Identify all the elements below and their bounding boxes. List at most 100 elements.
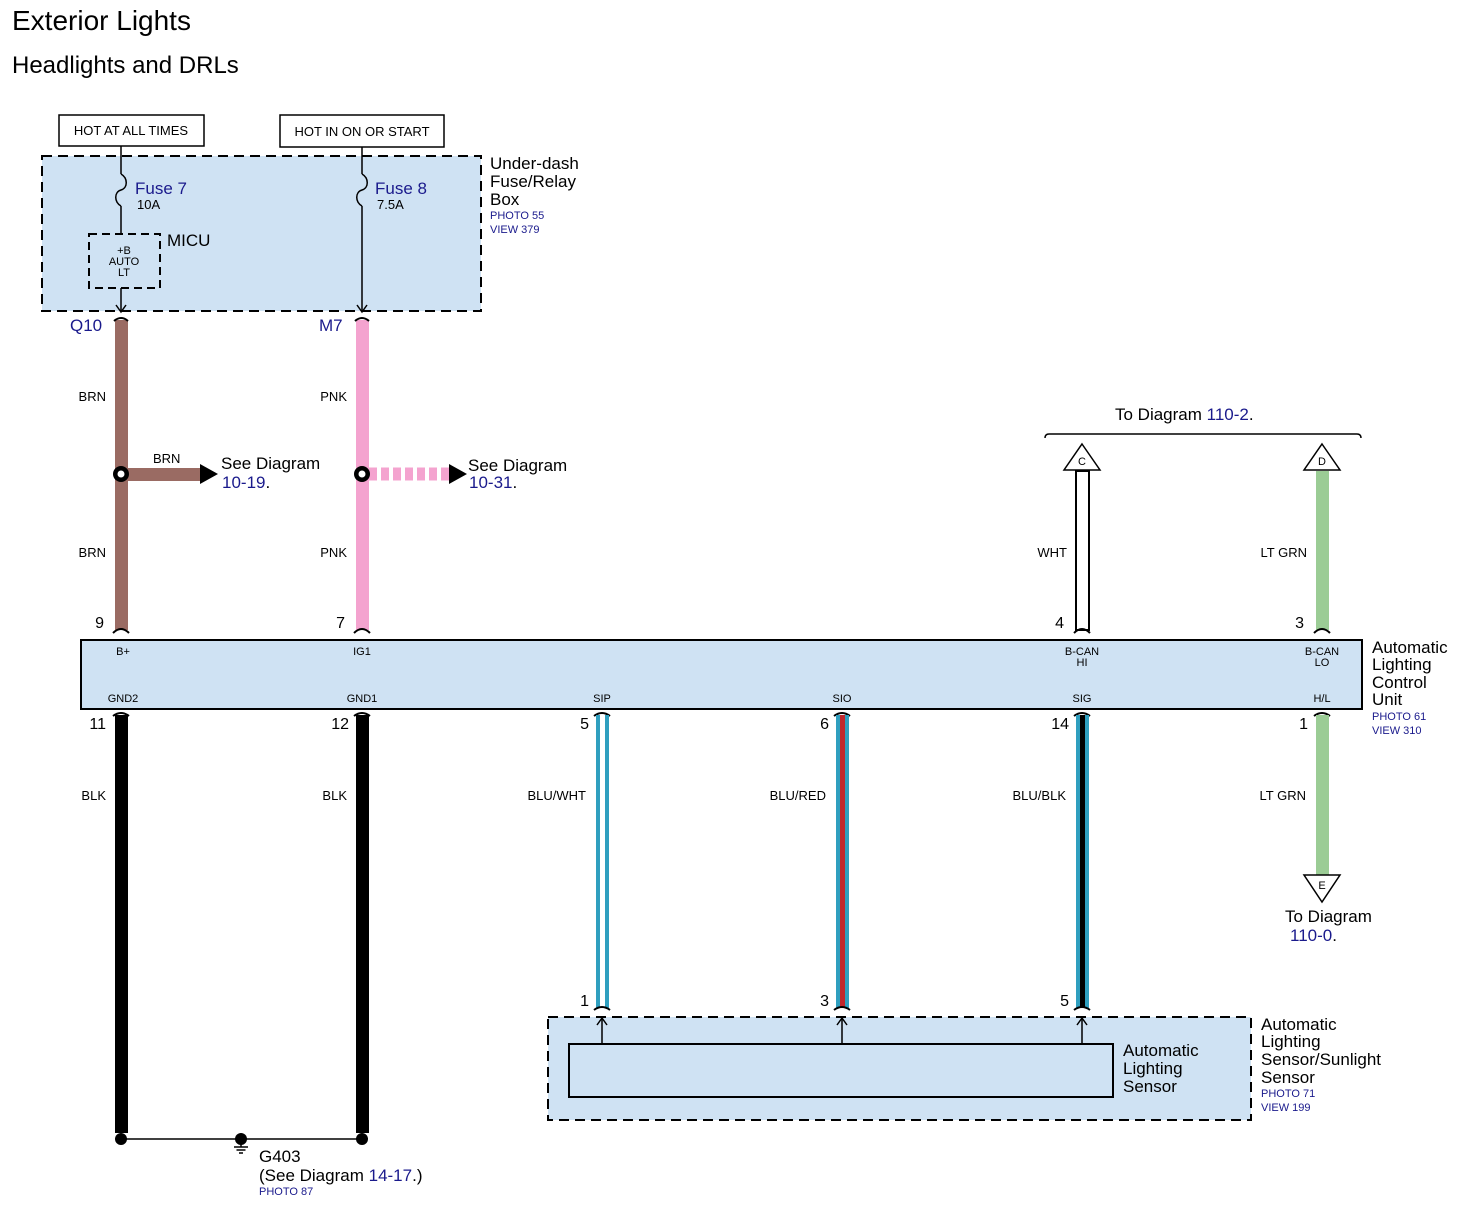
ground-name: G403 bbox=[259, 1147, 301, 1166]
fuse-box-photo-link[interactable]: PHOTO 55 bbox=[490, 210, 544, 222]
micu-name: MICU bbox=[167, 231, 210, 250]
sensor-pin-1: 1 bbox=[580, 993, 589, 1010]
fuse8-icon bbox=[356, 173, 368, 207]
see-diagram-1-ref-line[interactable]: 10-19. bbox=[222, 473, 270, 492]
q10-terminal bbox=[113, 317, 129, 322]
lt-grn-wire-top bbox=[1316, 471, 1329, 630]
wht-wire bbox=[1075, 470, 1090, 631]
blk-wire-gnd1 bbox=[356, 715, 369, 1133]
fuse-box-view-link[interactable]: VIEW 379 bbox=[490, 224, 540, 236]
sensor-arrow-3-icon bbox=[836, 1016, 848, 1026]
sensor-name-2: Lighting bbox=[1261, 1032, 1321, 1051]
hot-in-on-label: HOT IN ON OR START bbox=[294, 124, 429, 139]
blk-label-2: BLK bbox=[322, 788, 347, 803]
pin-label-bcan-lo-2: LO bbox=[1315, 657, 1330, 669]
control-unit-box bbox=[80, 639, 1363, 710]
arrow-e-label: E bbox=[1318, 880, 1325, 892]
control-unit-name-3: Control bbox=[1372, 673, 1427, 692]
sensor-inner-name-1: Automatic bbox=[1123, 1041, 1199, 1060]
pin-label-sig: SIG bbox=[1073, 693, 1092, 705]
pin-11: 11 bbox=[89, 716, 106, 733]
fuse7-name: Fuse 7 bbox=[135, 179, 187, 198]
blu-wht-stripe bbox=[600, 715, 605, 1008]
sensor-pin-3-terminal bbox=[833, 1006, 851, 1011]
pin-12: 12 bbox=[331, 716, 349, 733]
blk-wire-gnd2 bbox=[115, 715, 128, 1133]
blu-red-label: BLU/RED bbox=[770, 788, 826, 803]
blu-wht-label: BLU/WHT bbox=[528, 788, 587, 803]
control-unit-name-4: Unit bbox=[1372, 690, 1403, 709]
micu-line-1: +B bbox=[117, 245, 131, 257]
ground-photo-link[interactable]: PHOTO 87 bbox=[259, 1186, 313, 1198]
pin-9: 9 bbox=[95, 615, 104, 632]
pin-label-bplus: B+ bbox=[116, 646, 130, 658]
sensor-view-link[interactable]: VIEW 199 bbox=[1261, 1102, 1311, 1114]
to-diagram-bracket bbox=[1044, 433, 1362, 439]
ground-see-suffix: .) bbox=[412, 1166, 422, 1185]
m7-arrow-icon bbox=[356, 304, 368, 314]
pin-label-gnd1: GND1 bbox=[347, 693, 378, 705]
control-unit-photo-link[interactable]: PHOTO 61 bbox=[1372, 711, 1426, 723]
pin-9-terminal bbox=[112, 628, 130, 634]
pin-14: 14 bbox=[1051, 716, 1069, 733]
pin-label-ig1: IG1 bbox=[353, 646, 371, 658]
ground-node-gnd2 bbox=[115, 1133, 127, 1145]
hot-at-all-times-label: HOT AT ALL TIMES bbox=[74, 123, 188, 138]
pin-label-bcan-lo-1: B-CAN bbox=[1305, 646, 1339, 658]
lt-grn-label-top: LT GRN bbox=[1261, 545, 1307, 560]
see-diagram-1-ref: 10-19 bbox=[222, 473, 265, 492]
sensor-inner-name-2: Lighting bbox=[1123, 1059, 1183, 1078]
ground-see-prefix: (See Diagram bbox=[259, 1166, 364, 1185]
blu-blk-stripe bbox=[1080, 715, 1085, 1008]
see-diagram-2-ref: 10-31 bbox=[469, 473, 512, 492]
wht-label: WHT bbox=[1037, 545, 1067, 560]
control-unit-name-2: Lighting bbox=[1372, 655, 1432, 674]
pnk-label-1: PNK bbox=[320, 389, 347, 404]
see-diagram-2-ref-line[interactable]: 10-31. bbox=[469, 473, 517, 492]
fuse-box-name-1: Under-dash bbox=[490, 154, 579, 173]
control-unit-view-link[interactable]: VIEW 310 bbox=[1372, 725, 1422, 737]
arrow-c-label: C bbox=[1078, 456, 1086, 468]
see-diagram-1-prefix: See Diagram bbox=[221, 454, 320, 473]
to-diagram-bottom-prefix: To Diagram bbox=[1285, 907, 1372, 926]
blu-blk-label: BLU/BLK bbox=[1013, 788, 1067, 803]
sensor-arrow-5-icon bbox=[1076, 1016, 1088, 1026]
q10-arrow-icon bbox=[115, 304, 127, 314]
sensor-pin-5: 5 bbox=[1060, 993, 1069, 1010]
brn-label-2: BRN bbox=[79, 545, 106, 560]
ground-see-diagram[interactable]: (See Diagram 14-17.) bbox=[259, 1166, 422, 1185]
pin-1: 1 bbox=[1299, 716, 1308, 733]
arrow-d-label: D bbox=[1318, 456, 1326, 468]
pnk-branch-arrow-icon bbox=[449, 464, 467, 484]
brn-splice-inner bbox=[117, 470, 125, 478]
arrow-e-icon bbox=[1302, 874, 1342, 904]
brn-branch-wire bbox=[128, 468, 201, 481]
sensor-pin-5-terminal bbox=[1073, 1006, 1091, 1011]
blk-label-1: BLK bbox=[81, 788, 106, 803]
sensor-arrow-1-icon bbox=[596, 1016, 608, 1026]
sensor-name-3: Sensor/Sunlight bbox=[1261, 1050, 1381, 1069]
pin-label-sio: SIO bbox=[833, 693, 852, 705]
pin-4: 4 bbox=[1055, 615, 1064, 632]
sensor-pin-3: 3 bbox=[820, 993, 829, 1010]
pnk-splice-inner bbox=[358, 470, 366, 478]
page-subtitle: Headlights and DRLs bbox=[12, 52, 239, 79]
fuse7-icon bbox=[115, 173, 127, 207]
fuse8-name: Fuse 8 bbox=[375, 179, 427, 198]
to-diagram-top-ref: 110-2 bbox=[1207, 405, 1249, 424]
arrow-d-icon bbox=[1302, 442, 1342, 471]
micu-line-2: AUTO bbox=[109, 256, 140, 268]
pin-3-terminal bbox=[1313, 628, 1331, 634]
sensor-pin-1-terminal bbox=[593, 1006, 611, 1011]
ground-see-ref: 14-17 bbox=[369, 1166, 412, 1185]
lt-grn-label-bottom: LT GRN bbox=[1260, 788, 1306, 803]
connector-m7: M7 bbox=[319, 316, 343, 335]
to-diagram-top[interactable]: To Diagram 110-2. bbox=[1115, 405, 1254, 424]
hot-at-all-times-box bbox=[58, 114, 205, 147]
brn-branch-label: BRN bbox=[153, 451, 180, 466]
ground-node-gnd1 bbox=[356, 1133, 368, 1145]
sensor-photo-link[interactable]: PHOTO 71 bbox=[1261, 1088, 1315, 1100]
to-diagram-bottom-ref-line[interactable]: 110-0. bbox=[1290, 926, 1337, 945]
pin-label-gnd2: GND2 bbox=[108, 693, 139, 705]
